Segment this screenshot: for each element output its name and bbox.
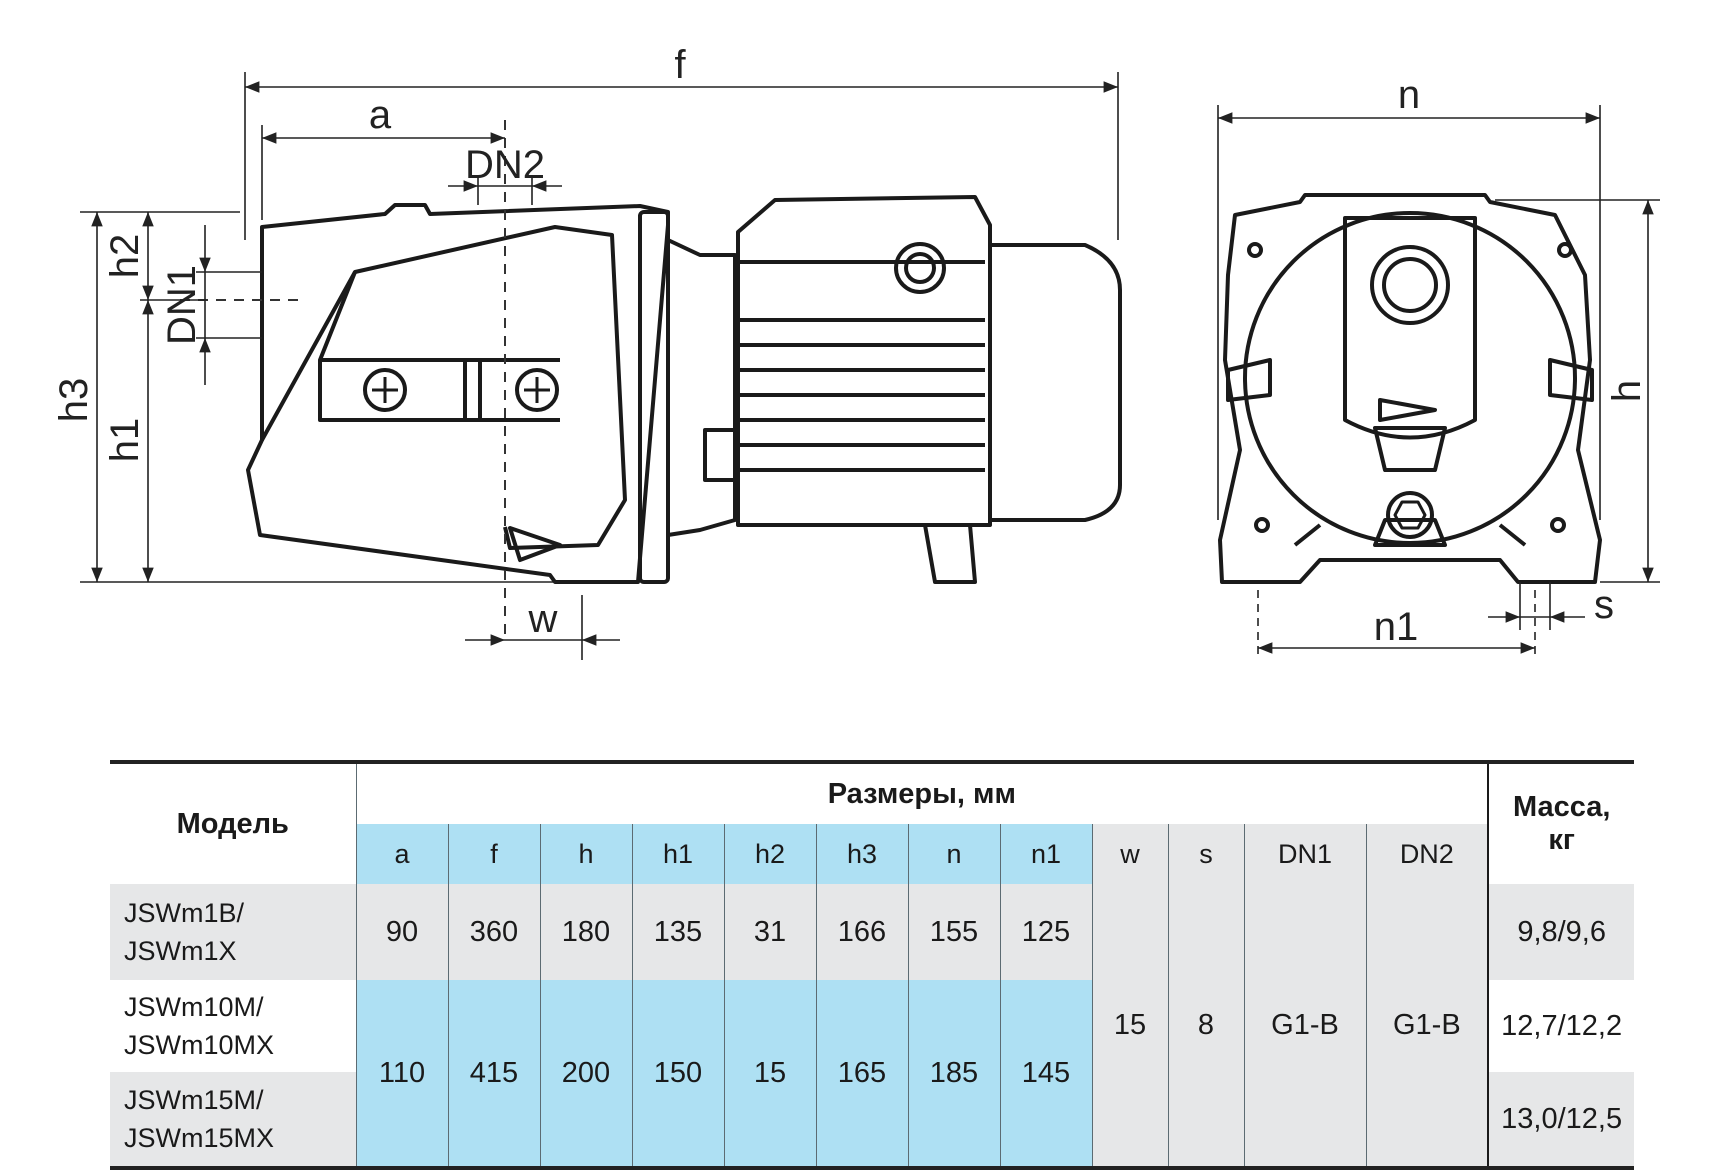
model-name-line2: JSWm10MX <box>124 1030 275 1060</box>
value-a: 90 <box>355 884 448 980</box>
label-h3: h3 <box>52 378 96 423</box>
value-h3: 165 <box>815 980 908 1168</box>
value-n: 185 <box>907 980 1000 1168</box>
col-header-dn2: DN2 <box>1365 824 1489 884</box>
label-w: w <box>528 597 558 641</box>
mass-header: Масса, кг <box>1487 762 1635 884</box>
label-h1: h1 <box>103 418 147 463</box>
value-h: 200 <box>539 980 632 1168</box>
value-w: 15 <box>1091 884 1168 1168</box>
label-s: s <box>1594 583 1614 627</box>
model-name-line1: JSWm15M/ <box>124 1085 264 1115</box>
model-name-line1: JSWm1B/ <box>124 898 245 928</box>
label-h2: h2 <box>103 234 147 279</box>
model-name-line2: JSWm1X <box>124 936 237 966</box>
label-dn1: DN1 <box>160 265 204 345</box>
col-header-h: h <box>539 824 632 884</box>
value-n1: 145 <box>999 980 1092 1168</box>
model-cell: JSWm1B/ JSWm1X <box>110 884 356 980</box>
col-header-h1: h1 <box>631 824 724 884</box>
pump-front-view <box>1218 193 1602 584</box>
value-dn2: G1-B <box>1365 884 1489 1168</box>
col-header-h3: h3 <box>815 824 908 884</box>
label-f: f <box>674 43 686 87</box>
value-n1: 125 <box>999 884 1092 980</box>
pump-dimension-drawing: f a DN2 w n n1 s h3 h1 h2 DN1 h <box>52 43 1660 660</box>
value-f: 360 <box>447 884 540 980</box>
col-header-f: f <box>447 824 540 884</box>
value-h3: 166 <box>815 884 908 980</box>
label-a: a <box>369 93 392 137</box>
model-name-line2: JSWm15MX <box>124 1123 275 1153</box>
model-name-line1: JSWm10M/ <box>124 992 264 1022</box>
side-dimension-lines <box>80 72 1119 660</box>
model-cell: JSWm15M/ JSWm15MX <box>110 1072 356 1168</box>
front-dimension-lines <box>1217 105 1660 655</box>
value-mass: 13,0/12,5 <box>1487 1072 1635 1168</box>
col-header-s: s <box>1167 824 1244 884</box>
mass-header-line1: Масса, <box>1512 791 1611 823</box>
table-row: JSWm1B/ JSWm1X 90 360 180 135 31 166 155… <box>110 884 1635 1168</box>
value-h2: 15 <box>723 980 816 1168</box>
value-n: 155 <box>907 884 1000 980</box>
model-cell: JSWm10M/ JSWm10MX <box>110 980 356 1072</box>
col-header-h2: h2 <box>723 824 816 884</box>
dimensions-header: Размеры, мм <box>355 762 1489 824</box>
value-h: 180 <box>539 884 632 980</box>
value-dn1: G1-B <box>1243 884 1366 1168</box>
label-h: h <box>1605 380 1649 402</box>
value-h1: 150 <box>631 980 724 1168</box>
table-row: JSWm10M/ JSWm10MX 110 415 200 150 15 165… <box>110 980 1635 1168</box>
value-mass: 12,7/12,2 <box>1487 980 1635 1072</box>
pump-side-view <box>246 195 1122 584</box>
value-s: 8 <box>1167 884 1244 1168</box>
col-header-n1: n1 <box>999 824 1092 884</box>
value-f: 415 <box>447 980 540 1168</box>
mass-header-line2: кг <box>1548 824 1575 856</box>
dimension-labels: f a DN2 w n n1 s h3 h1 h2 DN1 h <box>52 43 1649 649</box>
pump-specification-table: Модель Размеры, мм Масса, кг a f h h1 h2… <box>110 760 1635 1170</box>
col-header-a: a <box>355 824 448 884</box>
value-h1: 135 <box>631 884 724 980</box>
value-a: 110 <box>355 980 448 1168</box>
value-mass: 9,8/9,6 <box>1487 884 1635 980</box>
model-header: Модель <box>110 762 356 884</box>
label-dn2: DN2 <box>465 143 545 187</box>
col-header-dn1: DN1 <box>1243 824 1366 884</box>
value-h2: 31 <box>723 884 816 980</box>
label-n: n <box>1398 73 1420 117</box>
col-header-n: n <box>907 824 1000 884</box>
col-header-w: w <box>1091 824 1168 884</box>
label-n1: n1 <box>1374 605 1419 649</box>
